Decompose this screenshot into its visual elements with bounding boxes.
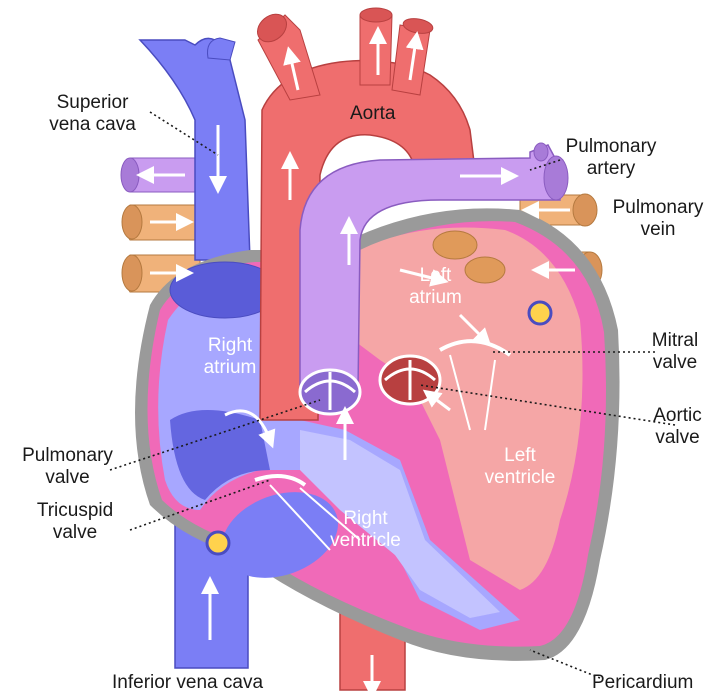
label-right-atrium-line2: atrium <box>190 357 270 379</box>
label-pulmonary-vein-line1: Pulmonary <box>603 197 713 219</box>
label-left-atrium-line2: atrium <box>398 287 473 309</box>
label-aortic-valve-line2: valve <box>640 427 715 449</box>
label-aortic-valve-line1: Aortic <box>640 405 715 427</box>
label-mitral-valve: Mitral valve <box>635 330 715 374</box>
label-superior-vena-cava: Superior vena cava <box>35 92 150 136</box>
label-pulmonary-artery-line1: Pulmonary <box>556 136 666 158</box>
label-left-atrium: Left atrium <box>398 265 473 309</box>
label-pulmonary-valve-line2: valve <box>10 467 125 489</box>
label-right-atrium-line1: Right <box>190 335 270 357</box>
label-pulmonary-valve: Pulmonary valve <box>10 445 125 489</box>
sa-node <box>529 302 551 324</box>
label-right-atrium: Right atrium <box>190 335 270 379</box>
label-pulmonary-vein-line2: vein <box>603 219 713 241</box>
label-mitral-valve-line1: Mitral <box>635 330 715 352</box>
label-left-atrium-line1: Left <box>398 265 473 287</box>
label-tricuspid-valve: Tricuspid valve <box>25 500 125 544</box>
label-superior-vena-cava-line1: Superior <box>35 92 150 114</box>
label-right-ventricle-line2: ventricle <box>313 530 418 552</box>
label-aortic-valve: Aortic valve <box>640 405 715 449</box>
label-left-ventricle: Left ventricle <box>470 445 570 489</box>
label-pericardium: Pericardium <box>592 672 693 694</box>
label-inferior-vena-cava: Inferior vena cava <box>112 672 263 694</box>
label-aorta: Aorta <box>350 103 395 125</box>
label-right-ventricle: Right ventricle <box>313 508 418 552</box>
label-pulmonary-artery-line2: artery <box>556 158 666 180</box>
label-mitral-valve-line2: valve <box>635 352 715 374</box>
label-superior-vena-cava-line2: vena cava <box>35 114 150 136</box>
label-pulmonary-artery: Pulmonary artery <box>556 136 666 180</box>
label-left-ventricle-line2: ventricle <box>470 467 570 489</box>
av-node <box>207 532 229 554</box>
label-pulmonary-vein: Pulmonary vein <box>603 197 713 241</box>
pulmonary-valve-shape <box>300 370 360 414</box>
label-tricuspid-valve-line1: Tricuspid <box>25 500 125 522</box>
label-right-ventricle-line1: Right <box>313 508 418 530</box>
pulmonary-vein-openings <box>433 231 477 259</box>
label-pulmonary-valve-line1: Pulmonary <box>10 445 125 467</box>
label-left-ventricle-line1: Left <box>470 445 570 467</box>
label-tricuspid-valve-line2: valve <box>25 522 125 544</box>
